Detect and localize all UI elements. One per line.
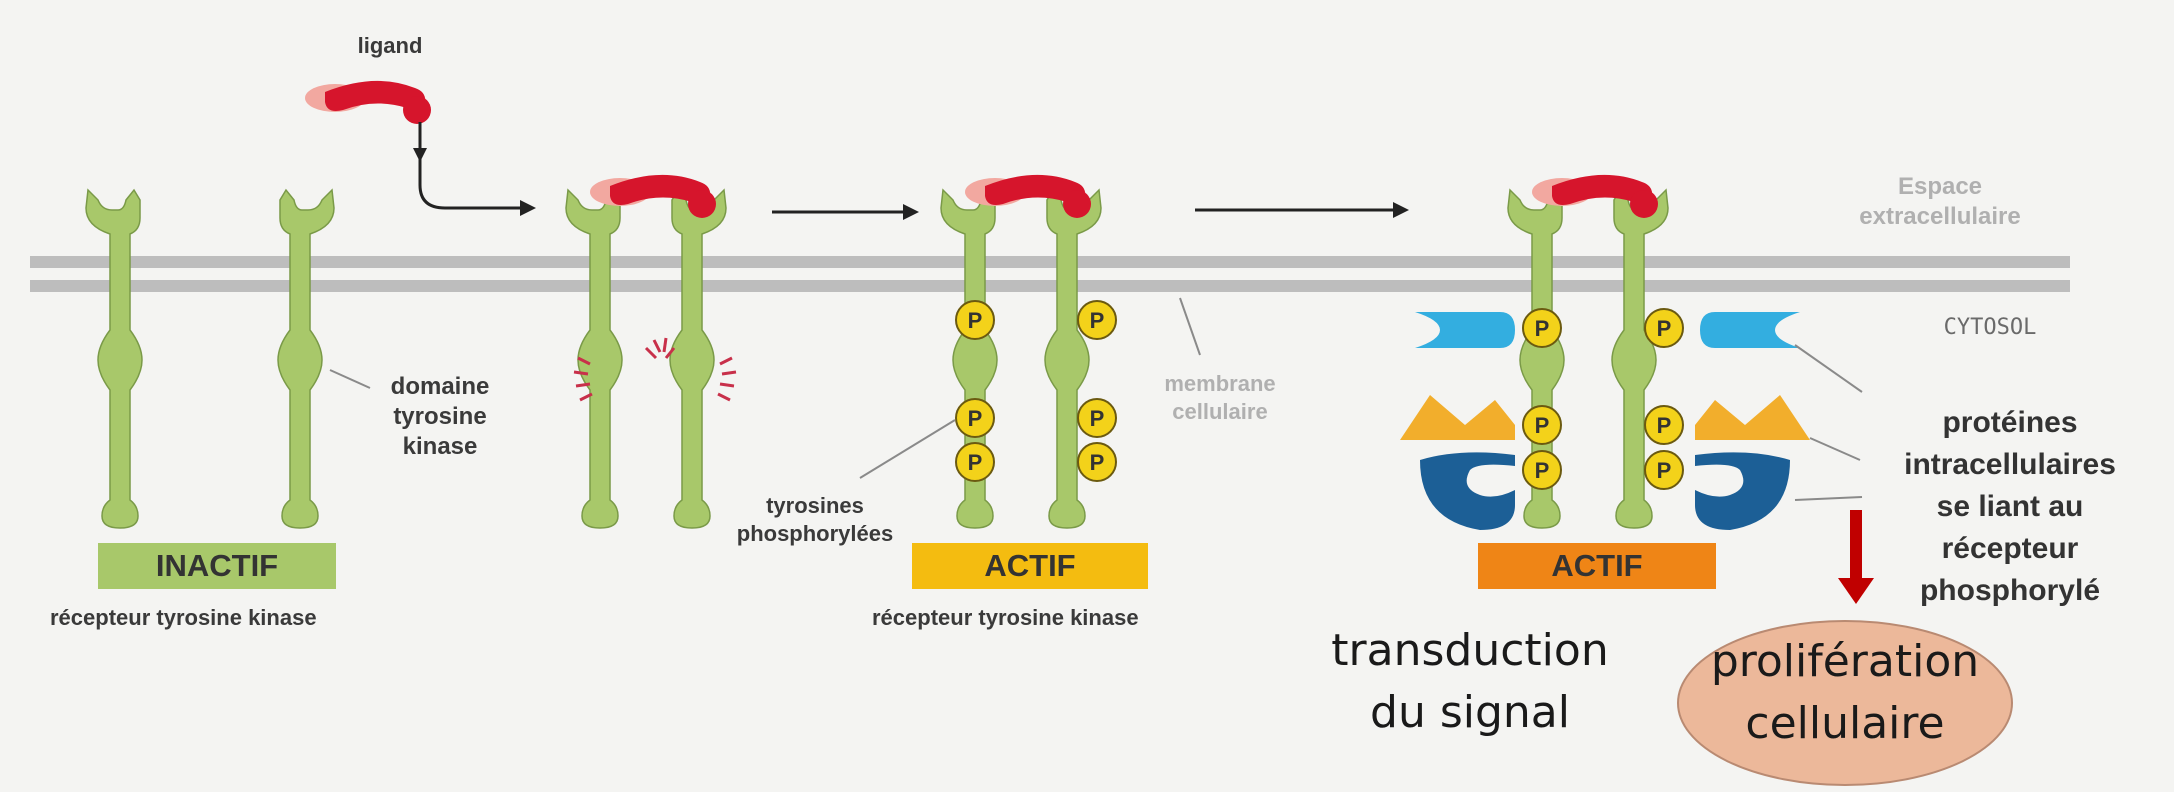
actif-state-box-1: ACTIF <box>912 543 1148 589</box>
tyrosines-phosphorylees-label: tyrosines phosphorylées <box>736 493 894 546</box>
proliferation-ellipse <box>1677 620 2013 786</box>
phosphate-label: P <box>1090 406 1105 431</box>
recepteur-tyrosine-kinase-label-2: récepteur tyrosine kinase <box>872 605 1139 630</box>
phosphate-label: P <box>1657 458 1672 483</box>
phosphate-label: P <box>1535 413 1550 438</box>
phosphate-circle <box>1077 300 1117 340</box>
cell-membrane <box>30 256 2070 292</box>
protein-cyan-right <box>1700 312 1800 348</box>
phosphate-circle <box>955 398 995 438</box>
proliferation-cellulaire-label: prolifération cellulaire <box>1710 636 1980 749</box>
recepteur-tyrosine-kinase-label-1: récepteur tyrosine kinase <box>50 605 317 630</box>
dimer-receptor-left <box>565 189 623 529</box>
membrane-pointer <box>1179 297 1201 356</box>
inactive-receptor-left <box>85 189 143 529</box>
phosphate-label: P <box>968 406 983 431</box>
phosphate-circle <box>1077 442 1117 482</box>
protein-pointers <box>1794 344 1863 501</box>
domaine-tyrosine-kinase-label: domaine tyrosine kinase <box>390 373 490 460</box>
phosphate-label: P <box>968 308 983 333</box>
phosphate-label: P <box>1535 316 1550 341</box>
ligand-label: ligand <box>357 33 423 58</box>
domaine-pointer <box>329 369 371 389</box>
inactive-receptor-right <box>277 189 335 529</box>
phosphate-label: P <box>968 450 983 475</box>
phosphate-label: P <box>1090 308 1105 333</box>
dimer-receptor-right <box>669 189 727 529</box>
phosphate-circle <box>1522 450 1562 490</box>
phosphate-circle <box>955 442 995 482</box>
membrane-cellulaire-label: membrane cellulaire <box>1164 371 1276 424</box>
phosphate-circle <box>1522 308 1562 348</box>
activation-marks <box>573 337 737 402</box>
red-down-arrow <box>1838 510 1874 604</box>
espace-extracellulaire-label: Espace extracellulaire <box>1859 173 2021 230</box>
phosphate-circle <box>1522 405 1562 445</box>
ligand-free <box>305 80 431 124</box>
protein-orange-left <box>1400 395 1515 440</box>
protein-orange-right <box>1695 395 1810 440</box>
transduction-signal-label: transduction du signal <box>1331 625 1609 738</box>
protein-cyan-left <box>1415 312 1515 348</box>
phosphate-circle <box>1644 450 1684 490</box>
phosphate-label: P <box>1535 458 1550 483</box>
phosphate-circle <box>955 300 995 340</box>
phosphate-circle <box>1644 308 1684 348</box>
inactif-state-box: INACTIF <box>98 543 336 589</box>
actif-state-box-2: ACTIF <box>1478 543 1716 589</box>
phosphate-circle <box>1644 405 1684 445</box>
tyrosines-pointer <box>859 419 956 479</box>
phosphate-label: P <box>1657 316 1672 341</box>
protein-blue-right <box>1695 452 1790 530</box>
proteines-intracellulaires-label: protéines intracellulaires se liant au r… <box>1904 406 2116 607</box>
cytosol-label: CYTOSOL <box>1943 315 2037 340</box>
ligand-binding-arrow <box>418 122 520 210</box>
phosphate-label: P <box>1657 413 1672 438</box>
phosphate-label: P <box>1090 450 1105 475</box>
protein-blue-left <box>1420 452 1515 530</box>
phosphate-circle <box>1077 398 1117 438</box>
